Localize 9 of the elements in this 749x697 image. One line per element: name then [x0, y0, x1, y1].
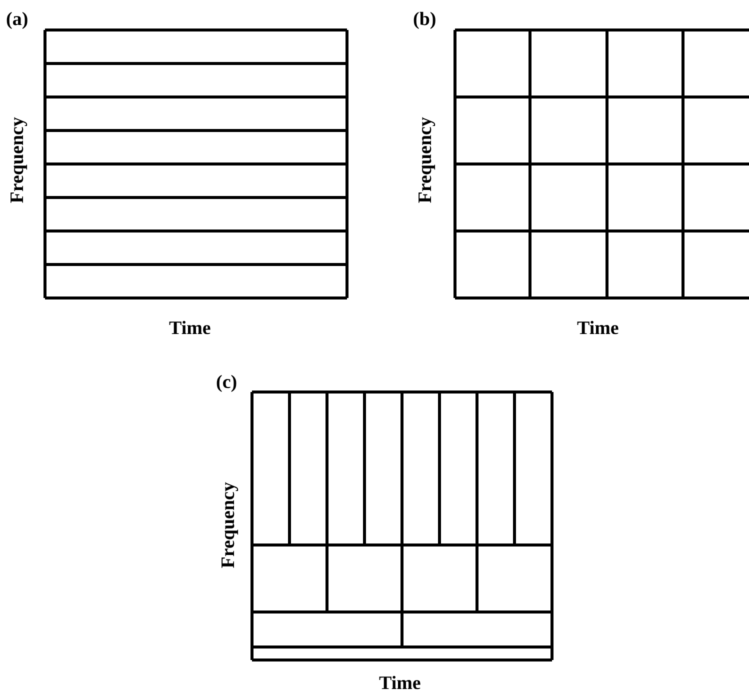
axis-label: Frequency: [218, 482, 238, 568]
axis-label: Time: [169, 318, 211, 338]
axis-label: Frequency: [8, 117, 26, 204]
axis-label: Frequency: [416, 117, 434, 204]
panel-label: (b): [413, 10, 436, 29]
axis-label: Time: [379, 674, 421, 692]
panel-label: (c): [216, 373, 238, 392]
axis-label: Time: [577, 318, 619, 338]
panel-label: (a): [6, 10, 28, 29]
